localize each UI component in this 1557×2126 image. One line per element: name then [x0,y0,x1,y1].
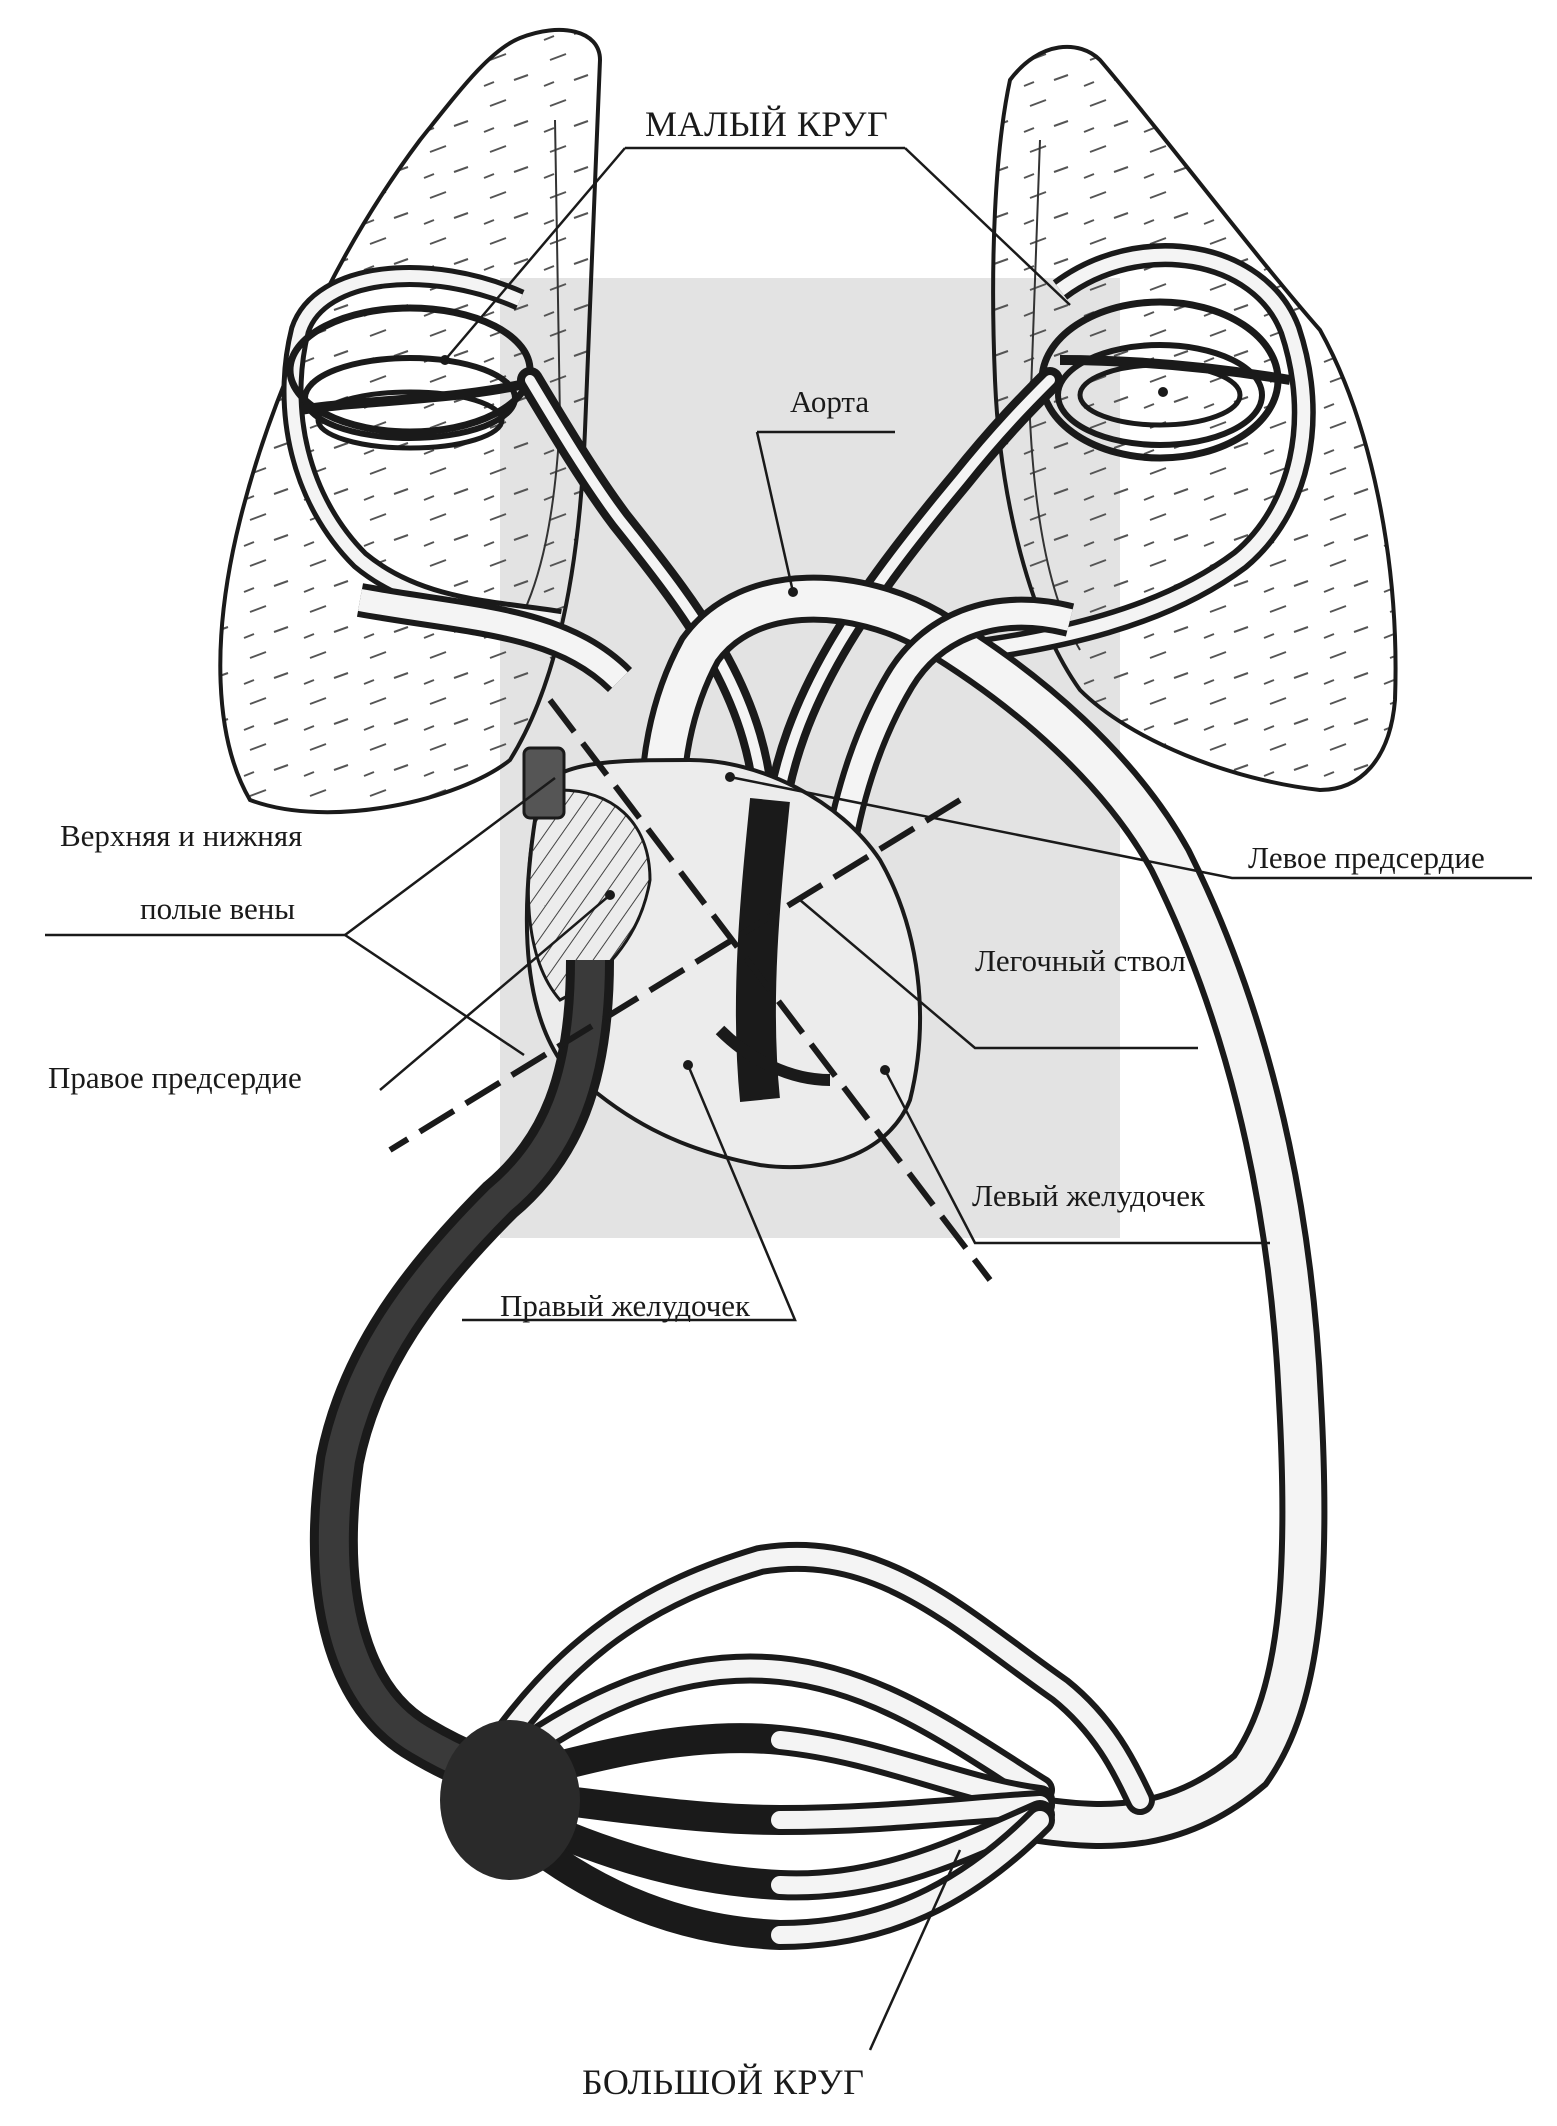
leader-lines [45,146,1532,2051]
right-lung [991,45,1398,793]
superior-vena-cava [522,746,566,820]
heart-axis-lines [388,698,993,1282]
right-pulmonary-loop [978,243,1316,662]
label-left-ventricle: Левый желудочек [972,1178,1206,1213]
heart [440,355,1168,1170]
vena-cava-vessel [309,959,614,1813]
aorta-vessel [638,574,1328,1849]
label-left-atrium: Левое предсердие [1248,840,1485,875]
label-right-atrium: Правое предсердие [48,1060,302,1095]
label-aorta: Аорта [790,384,870,419]
pulmonary-veins [356,583,1075,853]
label-venae-cavae-line1: Верхняя и нижняя [60,818,303,853]
label-systemic-circuit: БОЛЬШОЙ КРУГ [582,2062,865,2102]
label-venae-cavae-line2: полые вены [140,891,296,926]
pulmonary-arteries [517,367,1063,833]
label-right-ventricle: Правый желудочек [500,1288,751,1323]
systemic-capillary-network [440,1541,1155,1951]
label-pulmonary-trunk: Легочный ствол [975,943,1186,978]
label-pulmonary-circuit: МАЛЫЙ КРУГ [645,104,889,144]
